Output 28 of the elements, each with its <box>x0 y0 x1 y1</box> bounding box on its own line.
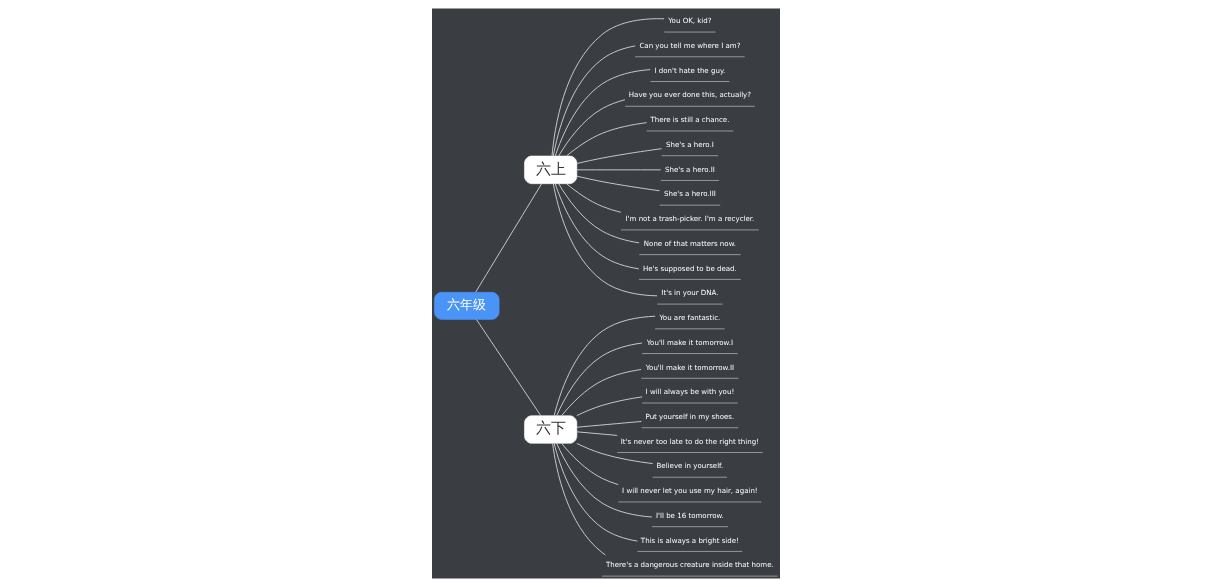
connector <box>576 169 662 171</box>
connector <box>576 431 618 436</box>
connector <box>576 443 654 465</box>
connector <box>553 443 638 542</box>
node-box: 六上 <box>524 155 578 184</box>
connector <box>552 183 658 297</box>
node-box: 六年级 <box>434 292 500 320</box>
connector <box>558 99 626 157</box>
connector <box>558 183 640 244</box>
connector <box>576 396 643 417</box>
connector <box>554 69 651 157</box>
connector <box>475 183 542 293</box>
connector <box>566 122 648 157</box>
connector <box>576 148 662 164</box>
connector <box>576 421 642 428</box>
connector <box>556 342 643 417</box>
connector <box>576 175 660 192</box>
node-box: 六下 <box>524 415 578 444</box>
connector <box>554 183 640 270</box>
connector <box>552 443 606 556</box>
connector <box>553 315 656 417</box>
connector <box>556 442 653 518</box>
connector <box>561 369 642 416</box>
connector <box>552 45 636 157</box>
connector <box>551 18 665 157</box>
connector <box>476 319 542 416</box>
connector <box>566 183 622 213</box>
connector <box>561 443 619 486</box>
